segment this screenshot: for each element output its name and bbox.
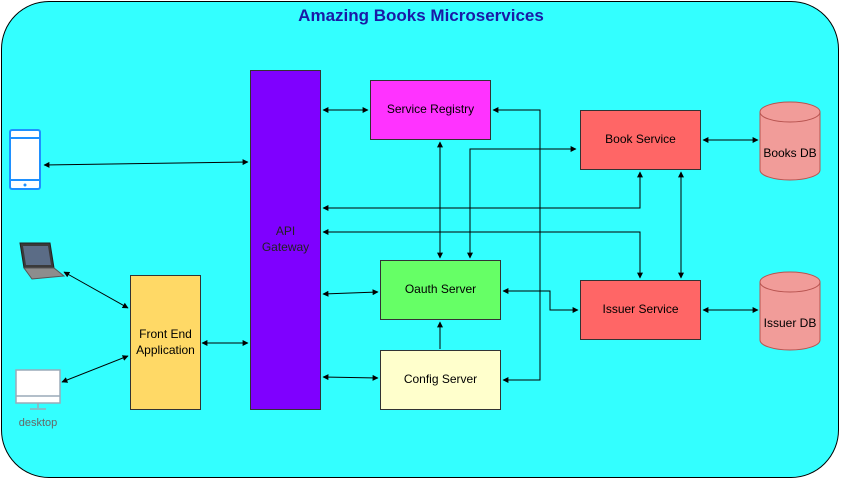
frontend-node: Front End Application bbox=[130, 275, 201, 410]
books-db-cylinder bbox=[759, 101, 821, 181]
service-registry-node: Service Registry bbox=[370, 80, 491, 140]
issuer-db-cylinder bbox=[759, 271, 821, 351]
oauth-book-connector bbox=[467, 146, 577, 259]
config-server-node: Config Server bbox=[380, 350, 501, 410]
api-gateway-node: API Gateway bbox=[250, 70, 321, 410]
desktop-monitor-icon bbox=[15, 369, 61, 410]
gateway-oauth-connector bbox=[322, 289, 379, 297]
laptop-frontend-connector bbox=[63, 271, 129, 309]
config-server-label: Config Server bbox=[403, 372, 478, 387]
oauth-issuer-connector bbox=[502, 288, 579, 313]
issuer-db-label: Issuer DB bbox=[763, 316, 817, 330]
book-service-node: Book Service bbox=[580, 110, 701, 170]
mobile-phone-icon bbox=[9, 129, 41, 190]
service-registry-label: Service Registry bbox=[386, 102, 475, 117]
books-db-label: Books DB bbox=[763, 146, 817, 160]
api-gateway-label: API Gateway bbox=[261, 224, 310, 254]
oauth-server-label: Oauth Server bbox=[404, 282, 477, 297]
gateway-book-connector bbox=[322, 171, 643, 211]
book-service-label: Book Service bbox=[605, 132, 676, 147]
mobile-gateway-connector bbox=[43, 159, 249, 168]
issuer-service-node: Issuer Service bbox=[580, 280, 701, 340]
registry-config-connector bbox=[492, 107, 541, 383]
gateway-config-connector bbox=[322, 374, 379, 381]
issuer-service-label: Issuer Service bbox=[602, 302, 679, 317]
diagram-title: Amazing Books Microservices bbox=[298, 6, 544, 25]
oauth-server-node: Oauth Server bbox=[380, 260, 501, 320]
laptop-icon bbox=[19, 242, 66, 280]
desktop-label: desktop bbox=[18, 417, 58, 429]
frontend-label: Front End Application bbox=[136, 326, 195, 357]
gateway-issuer-connector bbox=[322, 229, 643, 279]
desktop-frontend-connector bbox=[61, 355, 129, 383]
